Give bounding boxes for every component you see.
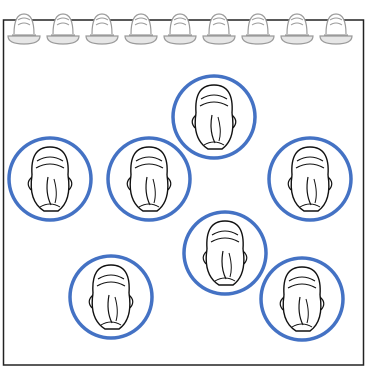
head-top-view-icon — [86, 14, 118, 44]
head-top-view-icon — [125, 14, 157, 44]
head-top-view-icon — [320, 14, 352, 44]
head-top-view-icon — [242, 14, 274, 44]
top-row-group — [8, 14, 352, 44]
head-top-view-icon — [70, 256, 152, 338]
head-top-view-icon — [164, 14, 196, 44]
head-top-view-icon — [184, 212, 266, 294]
head-top-view-icon — [108, 138, 190, 220]
head-top-view-icon — [203, 14, 235, 44]
head-top-view-icon — [47, 14, 79, 44]
head-top-view-icon — [281, 14, 313, 44]
head-top-view-icon — [261, 258, 343, 340]
head-top-view-icon — [9, 138, 91, 220]
head-top-view-icon — [269, 138, 351, 220]
head-top-view-icon — [8, 14, 40, 44]
circled-heads-group — [9, 76, 351, 340]
head-top-view-icon — [173, 76, 255, 158]
